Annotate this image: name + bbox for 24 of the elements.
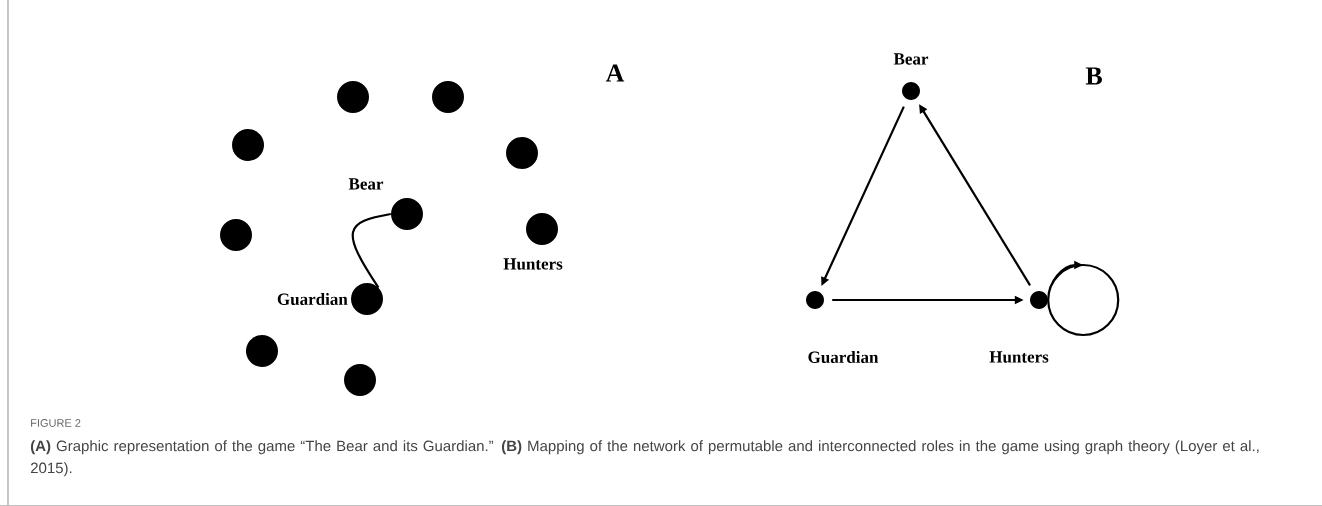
node-label: Bear [348, 178, 384, 190]
node-label: Bear [893, 53, 929, 65]
dot [806, 291, 824, 309]
dot [344, 364, 376, 396]
dot [391, 198, 423, 230]
dot [220, 219, 252, 251]
node-label: Hunters [989, 351, 1049, 363]
dot [902, 82, 920, 100]
figure-number: FIGURE 2 [31, 419, 81, 427]
node-label: Guardian [277, 293, 348, 305]
dot [432, 81, 464, 113]
node-label: Guardian [808, 351, 879, 363]
dot [337, 81, 369, 113]
arrow [1047, 260, 1120, 337]
dot [1030, 291, 1048, 309]
caption: (A) Graphic representation of the game “The Bear and its Guardian.” (B) Mapping of the network of permutable and interconnected roles in the game using graph theory (Loyer et al., 2015). [30, 440, 1259, 477]
dot [506, 137, 538, 169]
panel-letter: A [605, 64, 625, 82]
dot [232, 129, 264, 161]
node-label: Hunters [503, 258, 563, 270]
dot [526, 213, 558, 245]
dot [246, 335, 278, 367]
panel-letter: B [1085, 67, 1102, 85]
dot [351, 283, 383, 315]
